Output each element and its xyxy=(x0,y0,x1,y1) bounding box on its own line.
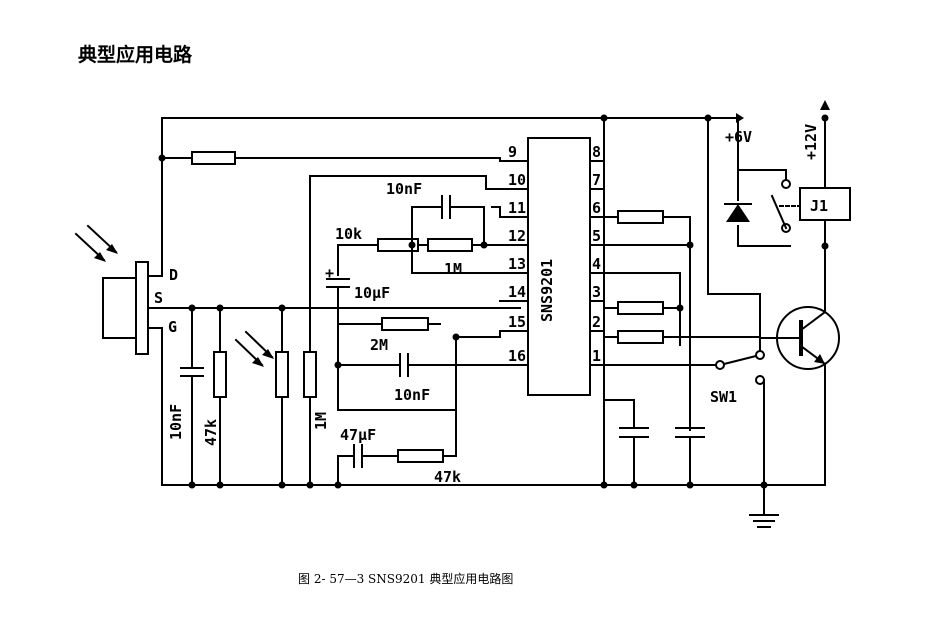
ic-pin-16: 16 xyxy=(508,347,526,365)
ic-pin-5: 5 xyxy=(592,227,601,245)
label-plus6v: +6V xyxy=(725,128,752,146)
ic-pin-6: 6 xyxy=(592,199,601,217)
middle-network xyxy=(326,195,501,486)
label-r10k: 10k xyxy=(335,225,362,243)
arrow-6v xyxy=(736,113,744,123)
label-r47k-bot: 47k xyxy=(434,468,461,486)
label-c10uf: 10μF xyxy=(354,284,390,302)
light-arrow-icon xyxy=(74,224,118,262)
ic-pin-1: 1 xyxy=(592,347,601,365)
label-c10nf-left: 10nF xyxy=(167,404,185,440)
ic-pin-7: 7 xyxy=(592,171,601,189)
relay-j1: J1 xyxy=(799,187,851,221)
ic-pin-13: 13 xyxy=(508,255,526,273)
ic-pin-14: 14 xyxy=(508,283,526,301)
ic-pin-3: 3 xyxy=(592,283,601,301)
ic-pin-stubs xyxy=(499,160,605,366)
ground-rail xyxy=(161,327,826,486)
label-r47k-left: 47k xyxy=(202,419,220,446)
ic-sns9201: SNS9201 xyxy=(527,137,591,396)
ic-pin-9: 9 xyxy=(508,143,517,161)
arrow-12v xyxy=(820,100,830,110)
ic-pin-8: 8 xyxy=(592,143,601,161)
photo-sensor-icon: D S G xyxy=(102,261,521,355)
relay-switch-icon xyxy=(770,169,801,233)
label-r2m: 2M xyxy=(370,336,388,354)
left-components xyxy=(180,175,501,486)
label-plus12v: +12V xyxy=(802,124,820,160)
diode-icon xyxy=(724,203,752,222)
label-j1: J1 xyxy=(810,197,828,215)
figure-caption: 图 2- 57—3 SNS9201 典型应用电路图 xyxy=(298,572,514,586)
junction-dots xyxy=(158,114,829,489)
ic-left-pin-labels: 9 10 11 12 13 14 15 16 xyxy=(508,143,526,365)
ground-icon xyxy=(749,484,779,528)
ic-label: SNS9201 xyxy=(538,259,556,322)
label-c47uf: 47μF xyxy=(340,426,376,444)
label-r1m-left: 1M xyxy=(312,412,330,430)
switch-sw1: SW1 xyxy=(710,350,765,486)
light-arrow-icon xyxy=(234,330,274,367)
transistor-icon xyxy=(759,306,840,370)
ic-pin-4: 4 xyxy=(592,255,601,273)
ic-pin-2: 2 xyxy=(592,313,601,331)
label-g: G xyxy=(168,318,177,336)
label-plus-sign: + xyxy=(325,264,334,282)
label-d: D xyxy=(169,266,178,284)
ic-right-pin-labels: 8 7 6 5 4 3 2 1 xyxy=(592,143,601,365)
label-c10nf-mid: 10nF xyxy=(394,386,430,404)
ic-pin-11: 11 xyxy=(508,199,526,217)
supply-wiring xyxy=(161,117,826,486)
page-heading: 典型应用电路 xyxy=(78,44,193,66)
ic-pin-10: 10 xyxy=(508,171,526,189)
label-c10nf-top: 10nF xyxy=(386,180,422,198)
right-wiring xyxy=(603,117,761,486)
label-r1m-mid: 1M xyxy=(444,260,462,278)
ic-pin-15: 15 xyxy=(508,313,526,331)
label-s: S xyxy=(154,289,163,307)
ic-pin-12: 12 xyxy=(508,227,526,245)
label-sw1: SW1 xyxy=(710,388,737,406)
